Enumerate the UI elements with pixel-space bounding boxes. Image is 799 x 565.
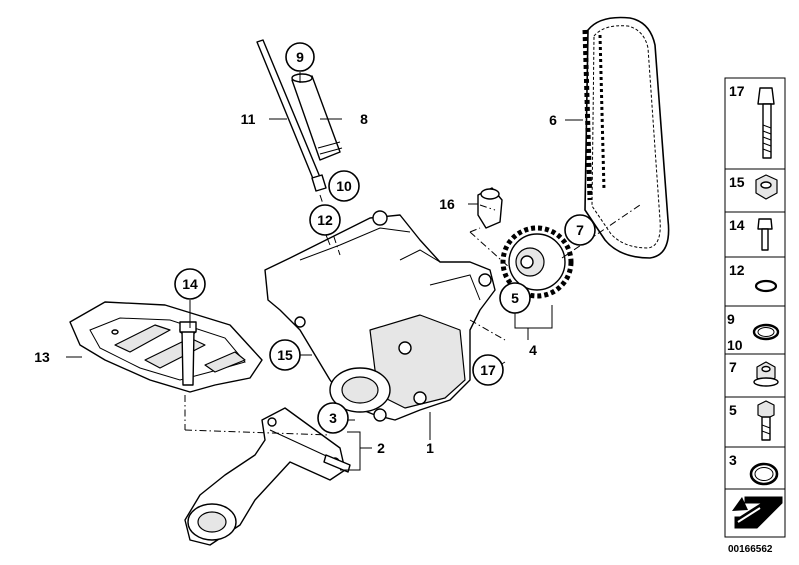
callout-label: 13 [34,349,50,365]
construction-lines [184,194,641,436]
legend-item-14: 14 [724,211,786,258]
callout-4: 4 [529,342,537,358]
callout-label: 5 [511,290,519,306]
flange-nut-icon [753,361,779,387]
legend-label: 7 [729,359,737,375]
callout-8: 8 [360,111,368,127]
callouts: 9 11 8 10 12 16 6 7 [34,42,596,456]
legend-item-9-10: 9 10 [724,305,786,355]
callout-9: 9 [285,42,315,72]
callout-label: 17 [480,362,496,378]
legend-label: 12 [729,262,745,278]
legend-label: 9 [727,311,735,327]
o-ring-icon [754,279,778,293]
legend-label: 14 [729,217,745,233]
callout-15: 15 [269,339,301,371]
navigation-arrow-icon [732,496,783,529]
legend-arrow-cell [724,488,786,538]
callout-16: 16 [439,196,455,212]
sealing-ring-icon [752,323,780,341]
callout-label: 2 [377,440,385,456]
oil-pump-housing [264,207,496,422]
legend-item-15: 15 [724,168,786,213]
callout-label: 15 [277,347,293,363]
callout-label: 16 [439,196,455,212]
dipstick-tube [256,39,327,192]
reference-number: 00166562 [728,544,773,555]
leader-lines [66,72,593,471]
legend-item-12: 12 [724,256,786,307]
short-bolt-icon [757,218,773,251]
callout-label: 6 [549,112,557,128]
callout-2: 2 [377,440,385,456]
oil-pipe-sleeve [291,73,343,161]
timing-chain [582,16,670,259]
callout-label: 9 [296,49,304,65]
oil-suction-pipe [184,407,351,546]
callout-12: 12 [309,204,341,236]
callout-1: 1 [426,440,434,456]
legend-label: 17 [729,83,745,99]
long-hex-bolt-icon [757,87,775,159]
plate-bolt [179,321,197,386]
callout-label: 7 [576,222,584,238]
legend-label: 3 [729,452,737,468]
hex-bolt-icon [757,400,775,441]
callout-7: 7 [564,214,596,246]
legend-item-5: 5 [724,396,786,448]
callout-label: 8 [360,111,368,127]
callout-10: 10 [328,170,360,202]
gasket-ring-icon [749,462,779,486]
callout-3: 3 [317,402,349,434]
legend-label: 15 [729,174,745,190]
callout-14: 14 [174,268,206,300]
callout-17: 17 [472,354,504,386]
hex-nut-icon [755,174,778,200]
legend-label: 5 [729,402,737,418]
callout-6: 6 [549,112,557,128]
callout-label: 1 [426,440,434,456]
legend-item-3: 3 [724,446,786,490]
callout-label: 12 [317,212,333,228]
oil-deflector-plate [69,301,263,393]
callout-11: 11 [241,111,256,127]
callout-label: 3 [329,410,337,426]
callout-label: 10 [336,178,352,194]
callout-13: 13 [34,349,50,365]
legend-item-17: 17 [724,77,786,170]
callout-label: 11 [241,111,256,127]
callout-5: 5 [499,282,531,314]
legend-item-7: 7 [724,353,786,398]
legend-label-secondary: 10 [727,337,743,353]
parts-legend: 17 15 14 12 [724,77,786,538]
callout-label: 4 [529,342,537,358]
callout-label: 14 [182,276,198,292]
